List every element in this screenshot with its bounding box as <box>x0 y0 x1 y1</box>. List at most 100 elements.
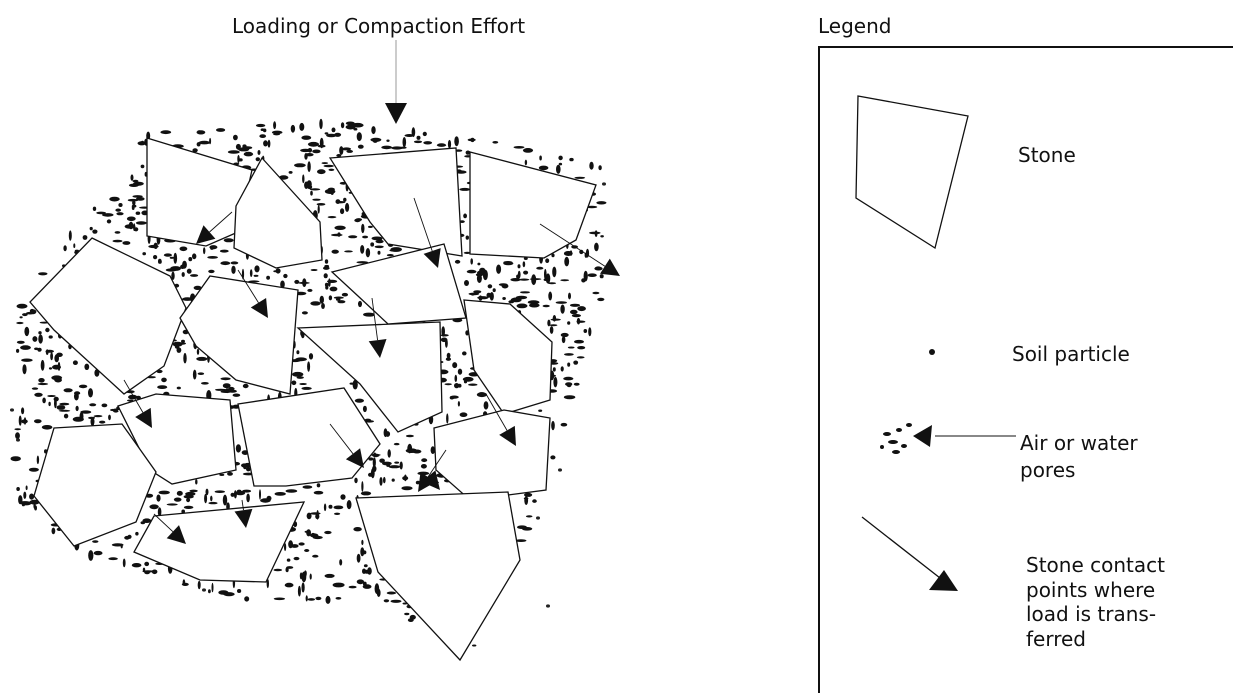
soil-speck <box>312 150 320 154</box>
soil-speck <box>132 195 142 198</box>
soil-speck <box>34 419 42 423</box>
soil-speck <box>246 494 250 503</box>
soil-speck <box>63 245 66 251</box>
soil-speck <box>299 123 304 131</box>
soil-speck <box>16 322 23 324</box>
soil-speck <box>518 264 521 268</box>
soil-speck <box>564 353 574 356</box>
soil-speck <box>283 274 287 278</box>
soil-speck <box>348 235 357 238</box>
soil-speck <box>496 265 501 274</box>
soil-speck <box>577 356 585 358</box>
soil-speck <box>520 291 530 293</box>
soil-speck <box>141 165 145 169</box>
soil-speck <box>52 365 61 370</box>
soil-speck <box>236 444 241 452</box>
soil-speck <box>254 265 259 272</box>
soil-speck <box>437 143 446 147</box>
soil-speck <box>135 532 138 536</box>
soil-speck <box>325 285 328 289</box>
soil-speck <box>231 266 235 274</box>
soil-speck <box>350 383 355 385</box>
soil-speck <box>334 506 344 510</box>
soil-speck <box>132 563 142 567</box>
soil-speck <box>530 278 542 280</box>
soil-speck <box>157 385 167 389</box>
soil-speck <box>387 254 394 256</box>
soil-speck <box>109 197 119 202</box>
soil-speck <box>107 219 111 223</box>
soil-speck <box>310 301 320 305</box>
soil-speck <box>468 384 477 386</box>
soil-speck <box>203 247 205 254</box>
soil-speck <box>594 243 599 252</box>
soil-speck <box>358 145 364 149</box>
soil-speck <box>196 357 207 361</box>
soil-speck <box>309 353 313 359</box>
soil-speck <box>550 326 554 334</box>
soil-speck <box>266 276 270 280</box>
soil-speck <box>375 246 384 249</box>
soil-speck <box>273 121 276 129</box>
soil-speck <box>129 184 139 187</box>
legend-contact-line-3: load is trans- <box>1026 602 1186 627</box>
soil-speck <box>324 165 334 168</box>
soil-speck <box>441 334 449 336</box>
soil-speck <box>568 293 571 300</box>
soil-speck <box>20 316 23 318</box>
soil-speck <box>144 562 149 566</box>
soil-speck <box>304 182 308 189</box>
soil-speck <box>74 391 80 395</box>
soil-speck <box>233 394 241 397</box>
soil-speck <box>592 292 599 294</box>
soil-speck <box>275 492 286 496</box>
soil-speck <box>32 336 37 342</box>
legend-pores-line-1: Air or water <box>1020 430 1138 457</box>
stone-3 <box>330 148 462 256</box>
soil-speck <box>523 271 528 275</box>
soil-speck <box>574 340 584 344</box>
soil-speck <box>167 503 178 505</box>
soil-speck <box>141 521 146 524</box>
soil-speck <box>141 141 144 145</box>
soil-speck <box>366 248 370 257</box>
soil-speck <box>164 253 172 256</box>
soil-speck <box>313 536 323 539</box>
soil-speck <box>552 267 556 278</box>
soil-speck <box>508 300 514 303</box>
soil-speck <box>477 271 484 275</box>
soil-speck <box>323 267 330 270</box>
soil-speck <box>69 230 72 240</box>
soil-speck <box>538 410 542 412</box>
soil-speck <box>345 203 349 212</box>
soil-speck <box>59 410 71 412</box>
soil-speck <box>131 174 134 180</box>
soil-speck <box>307 161 310 172</box>
soil-speck <box>458 401 460 407</box>
soil-speck <box>518 271 521 279</box>
legend-pores-label: Air or water pores <box>1020 430 1138 484</box>
soil-speck <box>21 407 24 414</box>
soil-speck <box>408 618 414 622</box>
soil-speck <box>344 250 353 252</box>
soil-speck <box>48 402 50 406</box>
soil-speck <box>577 346 585 349</box>
soil-speck <box>287 559 291 562</box>
soil-speck <box>445 383 452 385</box>
soil-speck <box>21 419 28 423</box>
soil-speck <box>466 236 469 240</box>
soil-speck <box>182 261 187 269</box>
soil-speck <box>564 257 569 267</box>
soil-speck <box>394 462 399 464</box>
soil-speck <box>210 496 212 502</box>
soil-speck <box>545 258 549 263</box>
soil-speck <box>239 158 243 161</box>
soil-speck <box>524 496 528 505</box>
soil-speck <box>317 483 321 487</box>
soil-speck <box>574 177 585 179</box>
soil-speck <box>329 505 333 509</box>
soil-speck <box>556 301 567 304</box>
soil-speck <box>390 247 402 252</box>
soil-speck <box>370 138 381 142</box>
soil-speck <box>376 240 384 243</box>
